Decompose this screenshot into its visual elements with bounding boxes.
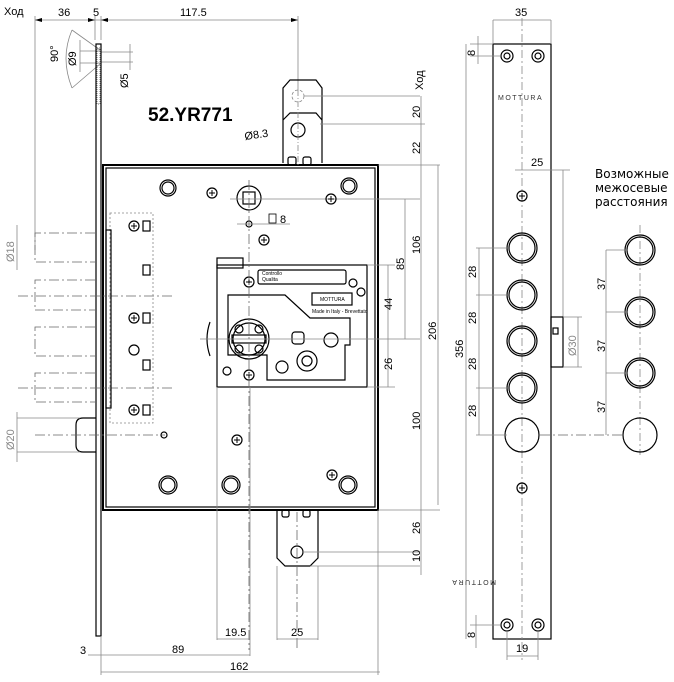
dia-30: Ø30 bbox=[567, 335, 579, 356]
dim-28b: 28 bbox=[467, 312, 479, 324]
dim-117-5: 117.5 bbox=[180, 7, 207, 19]
dim-89: 89 bbox=[172, 644, 184, 656]
dim-3: 3 bbox=[80, 645, 86, 657]
dim-8-bottom: 8 bbox=[466, 632, 478, 638]
dim-28c: 28 bbox=[467, 358, 479, 370]
cylinder-module: Controllo Qualita MOTTURA Made in Italy … bbox=[200, 257, 420, 388]
dia-20: Ø20 bbox=[5, 429, 17, 450]
dim-26a: 26 bbox=[383, 358, 395, 370]
dim-10: 10 bbox=[411, 550, 423, 562]
left-dimensions: Ø18 Ø20 bbox=[5, 225, 80, 462]
dim-206: 206 bbox=[427, 322, 439, 340]
dim-25-faceplate: 25 bbox=[531, 157, 543, 169]
brand-bottom: MOTTURA bbox=[451, 578, 496, 585]
dim-162: 162 bbox=[230, 661, 248, 673]
note-line-2: межосевые bbox=[595, 181, 668, 195]
dim-37c: 37 bbox=[596, 401, 608, 413]
dim-19-5: 19.5 bbox=[225, 627, 246, 639]
latch bbox=[35, 417, 168, 453]
alternative-spacing: Возможные межосевые расстояния 37 37 37 bbox=[540, 167, 669, 455]
stroke-label: Ход bbox=[4, 6, 24, 18]
dim-100: 100 bbox=[411, 412, 423, 430]
dim-35: 35 bbox=[515, 7, 527, 19]
dim-8-top: 8 bbox=[466, 50, 478, 56]
dim-22: 22 bbox=[411, 142, 423, 154]
dim-5: 5 bbox=[93, 7, 99, 19]
dim-20: 20 bbox=[411, 106, 423, 118]
square-8: 8 bbox=[280, 214, 286, 226]
side-faceplate bbox=[95, 43, 102, 637]
brand-top: MOTTURA bbox=[498, 95, 543, 102]
model-title: 52.YR771 bbox=[148, 105, 233, 126]
control-label-2: Qualita bbox=[262, 277, 278, 283]
note-line-1: Возможные bbox=[595, 167, 669, 181]
note-line-3: расстояния bbox=[595, 195, 668, 209]
dim-356: 356 bbox=[454, 340, 466, 358]
dim-44: 44 bbox=[383, 298, 395, 310]
dim-28d: 28 bbox=[467, 405, 479, 417]
stroke-label-vertical: Ход bbox=[414, 70, 426, 90]
dim-26b: 26 bbox=[411, 522, 423, 534]
dim-28a: 28 bbox=[467, 266, 479, 278]
screw-icons bbox=[128, 187, 338, 481]
dim-25-bottom: 25 bbox=[291, 627, 303, 639]
dia-5: Ø5 bbox=[119, 73, 131, 88]
right-dimensions: Ход 20 22 85 106 206 44 26 100 26 10 bbox=[320, 70, 440, 575]
dim-85: 85 bbox=[395, 258, 407, 270]
rivet-icons bbox=[128, 177, 358, 495]
angle-90: 90° bbox=[49, 45, 61, 62]
dim-37b: 37 bbox=[596, 340, 608, 352]
dim-19: 19 bbox=[516, 643, 528, 655]
dim-36: 36 bbox=[58, 7, 70, 19]
control-label-1: Controllo bbox=[262, 271, 282, 277]
top-dimensions: Ход 36 5 117.5 90° Ø9 Ø5 52.YR771 bbox=[4, 6, 299, 250]
dia-8-3: Ø8.3 bbox=[244, 128, 269, 143]
svg-text:MOTTURA: MOTTURA bbox=[320, 297, 345, 303]
made-in-label: Made in Italy - Brevettato bbox=[312, 309, 368, 315]
lock-case: Ø8.3 8 bbox=[18, 79, 420, 650]
dim-106: 106 bbox=[411, 236, 423, 254]
bottom-dimensions: 19.5 25 3 89 162 bbox=[80, 387, 380, 675]
dim-37a: 37 bbox=[596, 278, 608, 290]
dia-9: Ø9 bbox=[67, 51, 79, 66]
dia-18: Ø18 bbox=[5, 241, 17, 262]
deadbolts bbox=[18, 212, 175, 424]
faceplate-front-view: 35 8 MOTTURA 25 28 28 28 28 356 Ø30 bbox=[451, 7, 582, 660]
